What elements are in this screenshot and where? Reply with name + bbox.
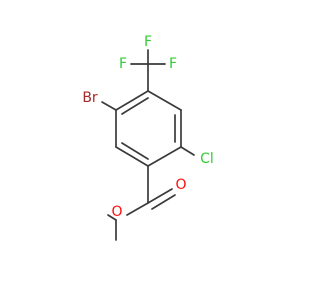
atom-f-right: F [169, 56, 177, 72]
bond-ring-c4-c3 [147, 90, 182, 111]
bond-c5-br [101, 101, 117, 111]
bond-ring-c2-c1 [147, 146, 182, 167]
molecule-structure: F F F Br Cl O O [82, 34, 214, 241]
methyl-ester-group [107, 165, 176, 241]
bond-ring-c1-c6-inner [121, 142, 149, 160]
atom-f-left: F [119, 56, 127, 72]
bond-c2-cl [180, 146, 195, 156]
benzene-ring [115, 90, 182, 167]
atom-f-top: F [144, 34, 152, 50]
bond-ring-c5-c4-inner [121, 97, 149, 115]
trifluoromethyl-group [130, 49, 166, 92]
bond-o-methyl [107, 214, 117, 221]
atom-o-carbonyl: O [175, 177, 186, 193]
bond-ring-c1-c6 [115, 146, 149, 167]
atom-o-ester: O [111, 204, 122, 220]
bond-carbonyl-o-ester [126, 202, 149, 216]
bond-carbonyl-double-a [147, 188, 173, 204]
atom-br: Br [82, 90, 98, 106]
bond-carbonyl-double-b [151, 194, 176, 210]
atom-cl: Cl [200, 151, 214, 167]
bond-ring-c5-c4 [115, 90, 149, 111]
